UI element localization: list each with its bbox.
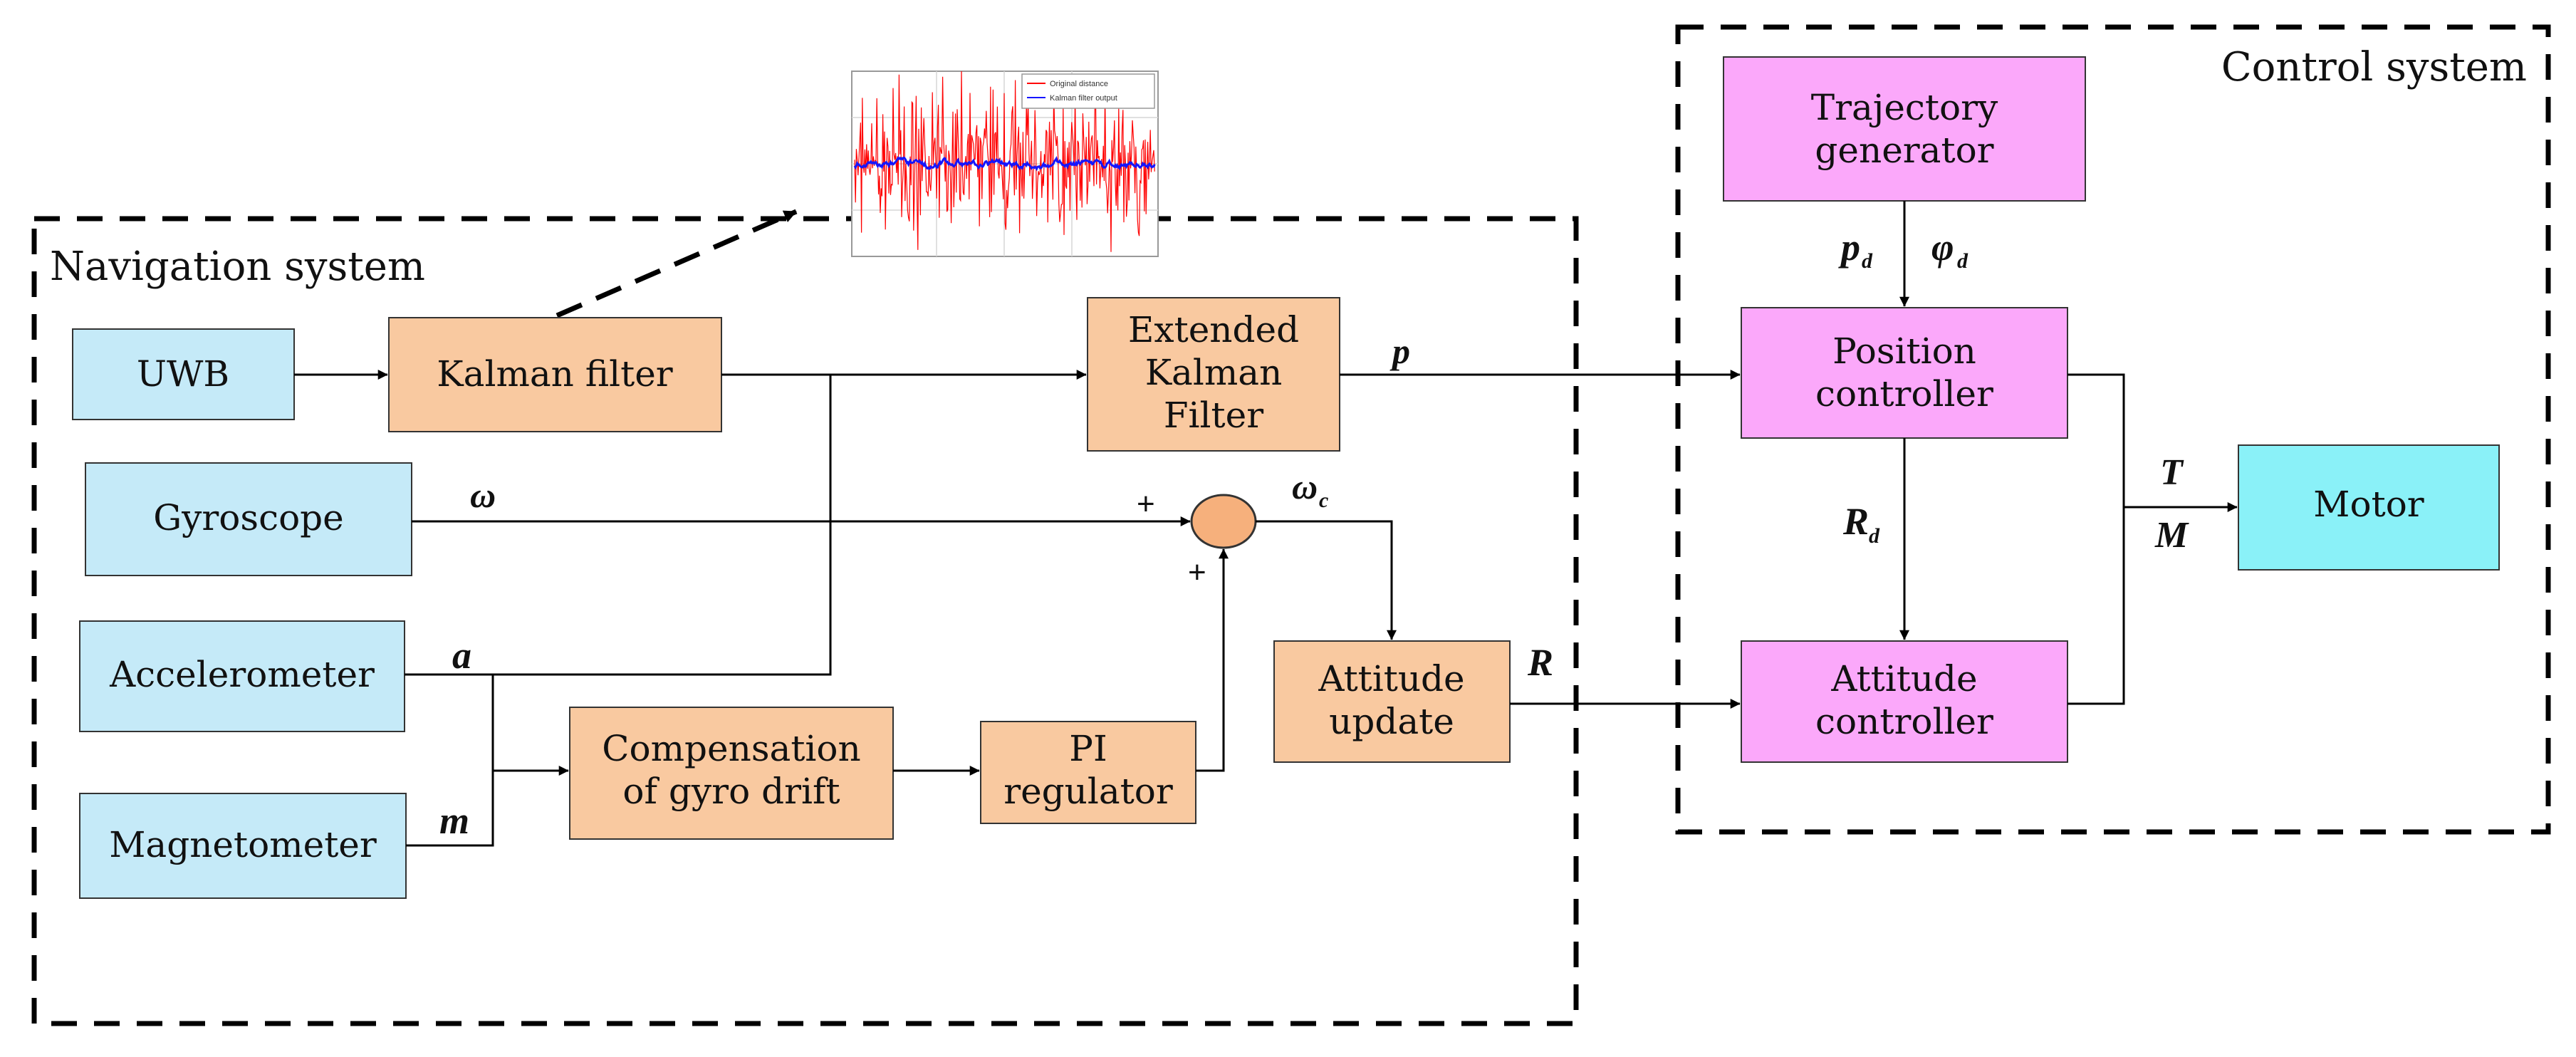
kalman-inset-plot: Original distance Kalman filter output bbox=[851, 71, 1159, 257]
svg-text:Kalman filter: Kalman filter bbox=[437, 353, 672, 395]
inset-legend: Original distance Kalman filter output bbox=[1021, 73, 1155, 109]
legend-kalman-output: Kalman filter output bbox=[1050, 94, 1117, 103]
svg-text:controller: controller bbox=[1815, 701, 1993, 742]
control-system-title: Control system bbox=[2221, 44, 2527, 90]
svg-text:Magnetometer: Magnetometer bbox=[109, 824, 377, 865]
label-omega: ω bbox=[470, 475, 496, 515]
label-phi-d: φ d bbox=[1931, 226, 1968, 273]
motor-block: Motor bbox=[2238, 444, 2500, 571]
svg-text:regulator: regulator bbox=[1003, 771, 1173, 812]
control-system-frame bbox=[1675, 24, 2551, 835]
inset-filtered-signal bbox=[853, 155, 1156, 172]
svg-text:Filter: Filter bbox=[1164, 395, 1263, 436]
attitude-controller-block: Attitude controller bbox=[1741, 640, 2068, 763]
wire-sum-attitude-update bbox=[1256, 520, 1397, 640]
label-R-d: R d bbox=[1842, 500, 1880, 548]
pi-regulator-block: PI regulator bbox=[980, 721, 1196, 824]
label-T: T bbox=[2160, 452, 2184, 493]
navigation-system-frame bbox=[31, 216, 1579, 1026]
label-a: a bbox=[452, 634, 471, 677]
svg-text:Trajectory: Trajectory bbox=[1811, 87, 1998, 128]
svg-text:generator: generator bbox=[1815, 130, 1993, 171]
sum-plus-top: + bbox=[1137, 486, 1155, 521]
svg-text:Accelerometer: Accelerometer bbox=[109, 654, 375, 695]
svg-text:Attitude: Attitude bbox=[1830, 658, 1977, 699]
svg-text:Extended: Extended bbox=[1128, 309, 1299, 350]
wire-mag-comp bbox=[406, 675, 494, 847]
label-R: R bbox=[1527, 641, 1553, 684]
svg-text:Motor: Motor bbox=[2313, 484, 2424, 525]
svg-text:controller: controller bbox=[1815, 373, 1993, 415]
magnetometer-block: Magnetometer bbox=[79, 793, 407, 899]
svg-text:R: R bbox=[1842, 500, 1869, 543]
svg-text:PI: PI bbox=[1069, 728, 1107, 769]
svg-text:UWB: UWB bbox=[137, 353, 229, 395]
label-omega-c: ω c bbox=[1292, 467, 1328, 512]
svg-text:Kalman: Kalman bbox=[1145, 352, 1283, 393]
position-controller-block: Position controller bbox=[1741, 307, 2068, 439]
label-p: p bbox=[1389, 331, 1410, 371]
sum-plus-bottom: + bbox=[1188, 555, 1206, 590]
wire-attitude-out bbox=[2067, 507, 2125, 705]
navigation-system-title: Navigation system bbox=[50, 244, 425, 290]
svg-text:update: update bbox=[1329, 701, 1454, 742]
svg-text:d: d bbox=[1869, 524, 1880, 548]
svg-text:φ: φ bbox=[1931, 226, 1954, 269]
svg-text:of gyro drift: of gyro drift bbox=[622, 771, 840, 812]
svg-text:p: p bbox=[1838, 226, 1860, 269]
wire-pi-sum bbox=[1196, 548, 1229, 772]
extended-kalman-filter-block: Extended Kalman Filter bbox=[1087, 297, 1340, 452]
filtered-signal-trace bbox=[853, 155, 1156, 172]
accelerometer-block: Accelerometer bbox=[79, 620, 405, 732]
gyroscope-block: Gyroscope bbox=[85, 462, 412, 576]
kalman-filter-block: Kalman filter bbox=[388, 317, 722, 432]
gyro-drift-compensation-block: Compensation of gyro drift bbox=[569, 707, 894, 840]
svg-text:Position: Position bbox=[1832, 330, 1976, 372]
svg-text:c: c bbox=[1319, 489, 1328, 512]
attitude-update-block: Attitude update bbox=[1273, 640, 1511, 763]
svg-text:Attitude: Attitude bbox=[1318, 658, 1464, 699]
svg-text:d: d bbox=[1957, 249, 1968, 273]
wire-accel-to-ekf bbox=[405, 375, 832, 676]
inset-raw-signal bbox=[854, 71, 1155, 252]
label-M: M bbox=[2154, 515, 2189, 556]
svg-text:Compensation: Compensation bbox=[602, 728, 860, 769]
wire-position-out bbox=[2067, 373, 2125, 507]
label-m: m bbox=[439, 799, 469, 842]
uwb-block: UWB bbox=[72, 328, 295, 420]
svg-text:ω: ω bbox=[1292, 467, 1318, 506]
legend-original-distance: Original distance bbox=[1050, 80, 1108, 88]
kalman-to-plot-arrow bbox=[556, 209, 798, 318]
label-p-d: p d bbox=[1838, 226, 1873, 273]
trajectory-generator-block: Trajectory generator bbox=[1723, 56, 2086, 202]
svg-text:Gyroscope: Gyroscope bbox=[153, 497, 344, 538]
svg-text:d: d bbox=[1862, 249, 1873, 273]
raw-signal-trace bbox=[854, 71, 1155, 252]
summing-junction bbox=[1190, 494, 1257, 549]
